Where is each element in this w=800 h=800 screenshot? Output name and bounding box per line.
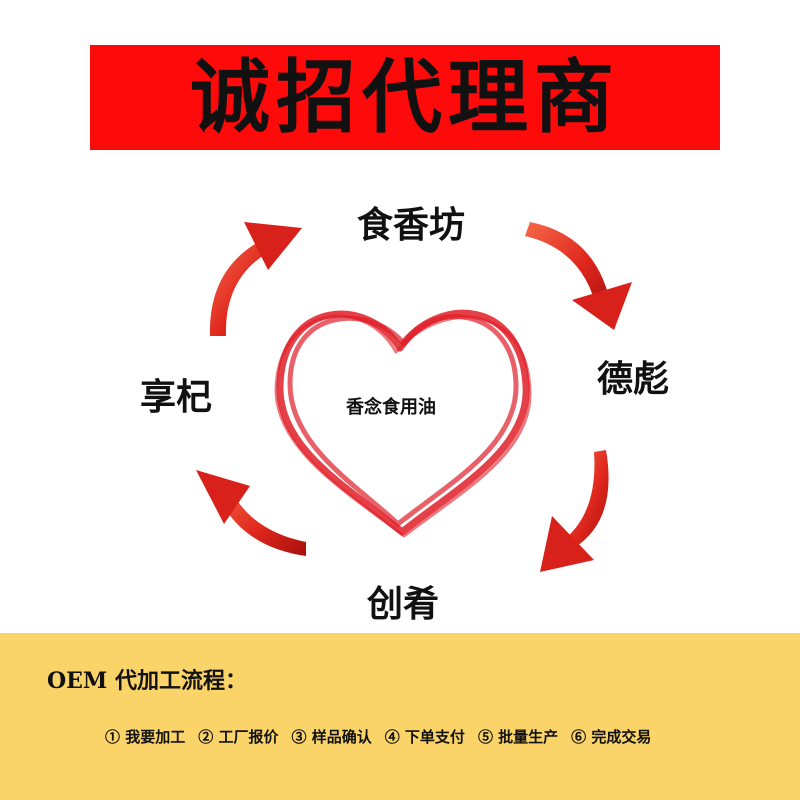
- oem-step: ③ 样品确认: [291, 728, 372, 746]
- oem-step: ⑥ 完成交易: [571, 728, 652, 746]
- cycle-diagram: [196, 222, 632, 572]
- cycle-label-right: 德彪: [597, 359, 670, 400]
- cycle-label-left: 享杞: [140, 377, 213, 418]
- arrow-top-left: [209, 222, 302, 336]
- oem-title: OEM 代加工流程：: [47, 668, 247, 694]
- oem-process-panel: OEM 代加工流程： ① 我要加工 ② 工厂报价 ③ 样品确认 ④ 下单支付 ⑤…: [0, 633, 800, 800]
- banner-title: 诚招代理商: [190, 50, 620, 144]
- heart-center-text: 香念食用油: [346, 397, 436, 418]
- oem-step: ④ 下单支付: [384, 728, 465, 746]
- oem-steps: ① 我要加工 ② 工厂报价 ③ 样品确认 ④ 下单支付 ⑤ 批量生产 ⑥ 完成交…: [105, 726, 651, 747]
- oem-step: ⑤ 批量生产: [477, 728, 559, 746]
- title-banner: 诚招代理商: [90, 45, 720, 150]
- arrow-bottom-left: [196, 470, 306, 556]
- cycle-label-top: 食香坊: [357, 205, 466, 246]
- heart-icon: [274, 309, 532, 538]
- cycle-label-bottom: 创肴: [367, 584, 440, 625]
- oem-step: ② 工厂报价: [198, 728, 279, 746]
- arrow-top-right: [525, 222, 632, 330]
- arrow-bottom-right: [540, 450, 609, 572]
- oem-step: ① 我要加工: [105, 728, 186, 746]
